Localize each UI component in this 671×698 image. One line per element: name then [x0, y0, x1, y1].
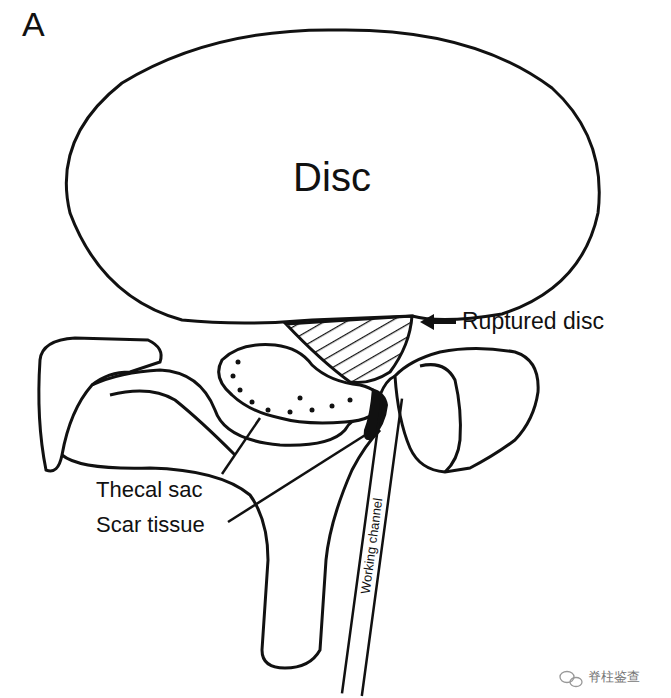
- node-text: Disc: [293, 155, 371, 199]
- callout-label: Scar tissue: [96, 513, 205, 537]
- right-facet-joint: [420, 365, 460, 472]
- disc-body: Disc: [62, 28, 602, 326]
- watermark-icon: [560, 672, 582, 687]
- right-facet: [395, 349, 538, 473]
- thecal-sac: [219, 345, 380, 423]
- nerve-roots: [231, 360, 353, 415]
- spinous-process: [62, 430, 380, 668]
- watermark: 脊柱鉴查: [588, 670, 640, 684]
- leader-line: [222, 418, 260, 474]
- lamina-edge: [110, 391, 235, 455]
- callout-label: Ruptured disc: [462, 309, 604, 334]
- disc-body-path: [66, 30, 599, 323]
- leader-line: [228, 432, 370, 522]
- pointer-arrowhead: [420, 314, 434, 330]
- panel-letter: A: [22, 6, 45, 43]
- left-facet: [39, 338, 161, 471]
- working-channel-path: [342, 396, 402, 696]
- callout-label: Thecal sac: [96, 478, 202, 502]
